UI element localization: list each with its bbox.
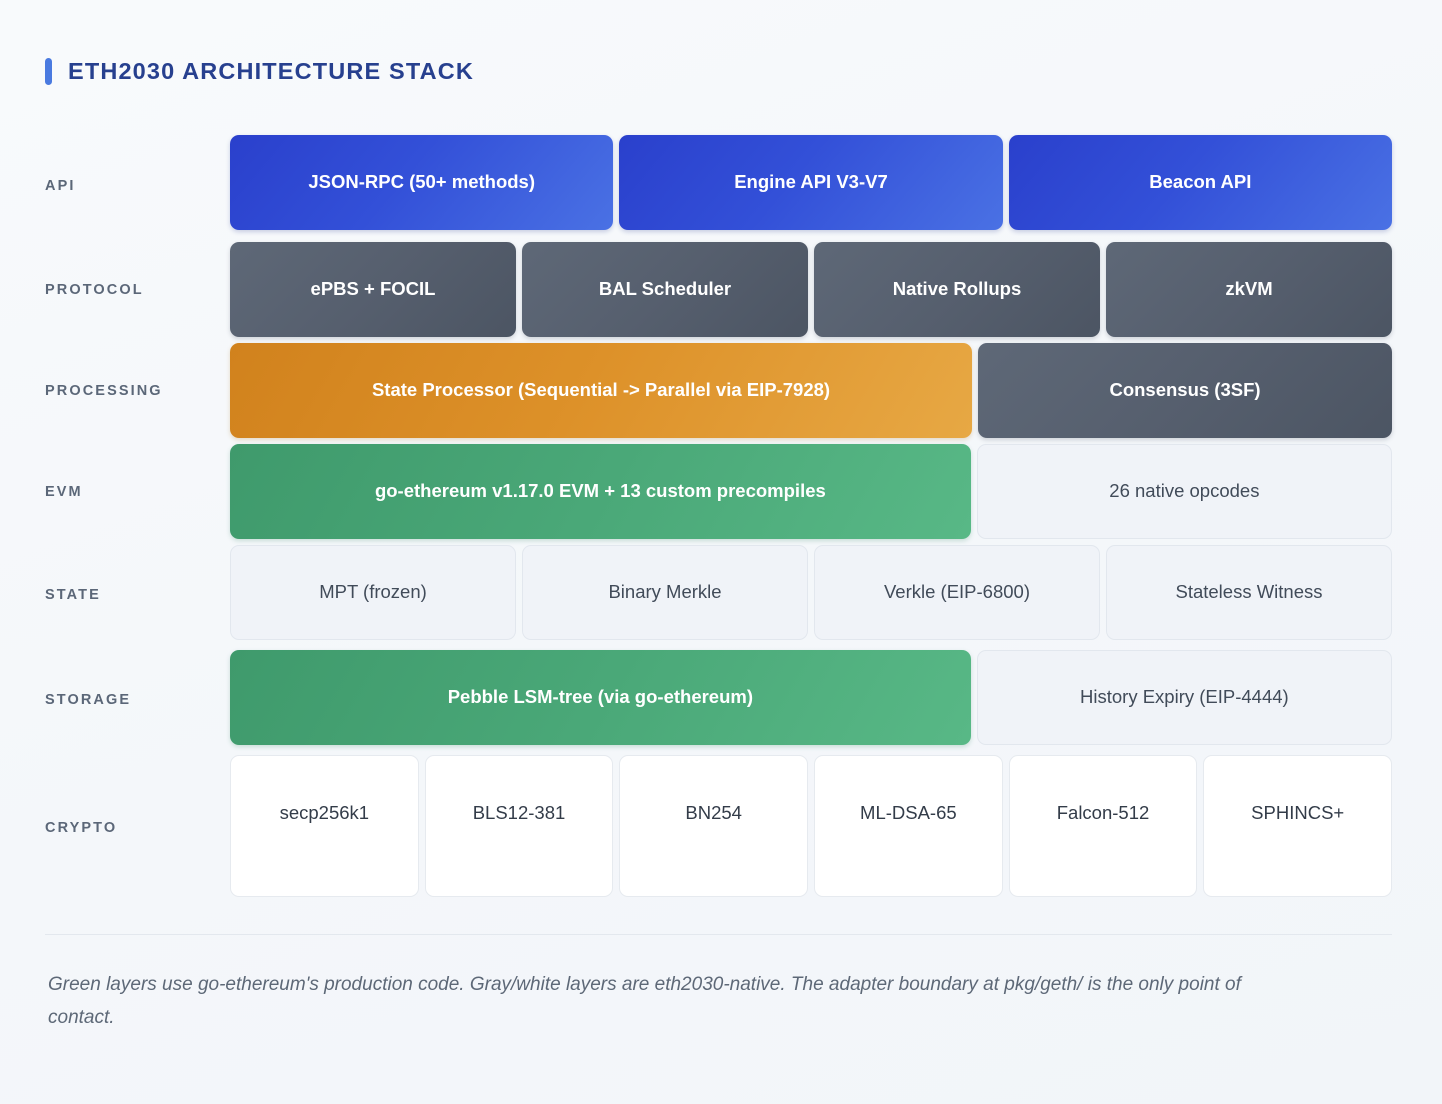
stack-block[interactable]: State Processor (Sequential -> Parallel …: [230, 343, 973, 438]
stack-block[interactable]: MPT (frozen): [230, 545, 516, 640]
stack-diagram: API JSON-RPC (50+ methods)Engine API V3-V…: [45, 132, 1393, 904]
stack-block[interactable]: zkVM: [1106, 242, 1392, 337]
stack-row-api: API JSON-RPC (50+ methods)Engine API V3-V…: [45, 132, 1392, 239]
stack-block[interactable]: Stateless Witness: [1106, 545, 1392, 640]
row-label-state: STATE: [45, 586, 101, 603]
row-label-evm: EVM: [45, 483, 83, 500]
stack-block[interactable]: BAL Scheduler: [522, 242, 808, 337]
footer-note: Green layers use go-ethereum's productio…: [48, 974, 1241, 1029]
stack-block[interactable]: SPHINCS+: [1203, 755, 1393, 897]
stack-block[interactable]: secp256k1: [230, 755, 419, 897]
stack-row-storage: STORAGE Pebble LSM-tree (via go-ethereum)…: [45, 647, 1392, 752]
stack-block[interactable]: go-ethereum v1.17.0 EVM + 13 custom prec…: [230, 444, 971, 539]
stack-block[interactable]: Verkle (EIP-6800): [814, 545, 1100, 640]
stack-block[interactable]: Native Rollups: [814, 242, 1100, 337]
stack-block[interactable]: 26 native opcodes: [976, 444, 1392, 539]
stack-row-processing: PROCESSING State Processor (Sequential ->…: [45, 340, 1392, 441]
stack-block[interactable]: Binary Merkle: [522, 545, 808, 640]
stack-block[interactable]: Consensus (3SF): [978, 343, 1392, 438]
row-label-storage: STORAGE: [45, 691, 132, 708]
row-label-protocol: PROTOCOL: [45, 281, 144, 298]
row-blocks: go-ethereum v1.17.0 EVM + 13 custom prec…: [230, 441, 1392, 542]
page-title: ETH2030 ARCHITECTURE STACK: [68, 58, 474, 84]
row-label-processing: PROCESSING: [45, 382, 163, 399]
title-accent-bar: [45, 58, 52, 85]
stack-block[interactable]: ML-DSA-65: [814, 755, 1003, 897]
row-blocks: State Processor (Sequential -> Parallel …: [230, 340, 1392, 441]
stack-block[interactable]: BN254: [619, 755, 809, 897]
row-blocks: Pebble LSM-tree (via go-ethereum)History…: [230, 647, 1392, 748]
stack-block[interactable]: JSON-RPC (50+ methods): [230, 135, 614, 230]
stack-block[interactable]: Beacon API: [1008, 135, 1392, 230]
stack-block[interactable]: ePBS + FOCIL: [230, 242, 516, 337]
stack-block[interactable]: Engine API V3-V7: [619, 135, 1003, 230]
page-header: ETH2030 ARCHITECTURE STACK: [0, 0, 1442, 85]
stack-block[interactable]: History Expiry (EIP-4444): [976, 650, 1392, 745]
stack-block[interactable]: Falcon-512: [1008, 755, 1198, 897]
row-label-api: API: [45, 177, 76, 194]
stack-row-evm: EVM go-ethereum v1.17.0 EVM + 13 custom p…: [45, 441, 1392, 542]
row-label-crypto: CRYPTO: [45, 820, 118, 836]
stack-block[interactable]: Pebble LSM-tree (via go-ethereum): [230, 650, 971, 745]
stack-block[interactable]: BLS12-381: [424, 755, 614, 897]
footer-divider: [45, 934, 1392, 935]
